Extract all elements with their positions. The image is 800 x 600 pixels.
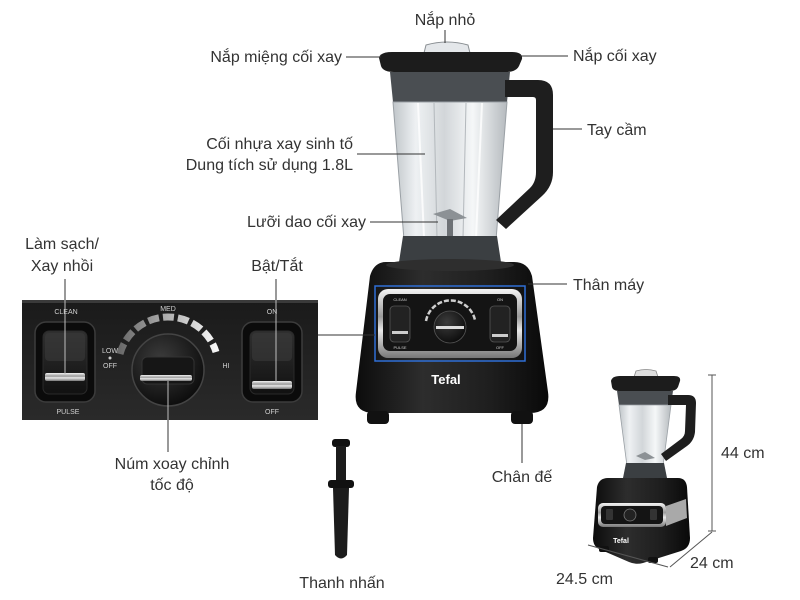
depth-dimension-line: [669, 531, 713, 568]
speed-low-label: LOW: [102, 348, 118, 355]
speed-off-dot: [108, 356, 112, 360]
thumb-power-switch: [650, 509, 657, 520]
clean-pulse-label-line1: Làm sạch/: [25, 236, 99, 253]
panel-pulse-label: PULSE: [393, 345, 406, 350]
thumb-speed-knob: [623, 508, 637, 522]
tamper-top-cap: [332, 439, 350, 447]
speed-hi-label: HI: [223, 363, 230, 370]
thumb-foot-right: [648, 557, 658, 563]
small-lid-label: Nắp nhỏ: [415, 10, 476, 29]
panel-clean-switch-strip: [392, 331, 408, 334]
off-label: OFF: [265, 409, 279, 416]
width-dimension-line: [587, 544, 669, 568]
thumb-clean-switch: [606, 509, 613, 520]
depth-dimension-label: 24 cm: [690, 555, 734, 572]
foot-left: [367, 411, 389, 424]
tamper-lower-stem: [333, 488, 349, 559]
thumb-jar-rim: [617, 391, 673, 405]
jar-facet: [462, 102, 467, 239]
panel-speed-arc: [424, 299, 477, 322]
main-blender: CLEAN PULSE ON OFF Tefal: [355, 41, 553, 424]
power-indicator-strip: [252, 381, 292, 389]
thumb-side-chrome: [666, 499, 687, 526]
speed-off-label: OFF: [103, 363, 117, 370]
thumb-blade: [636, 452, 655, 460]
tamper-label: Thanh nhấn: [299, 575, 384, 592]
speed-knob-label-line1: Núm xoay chỉnh: [115, 456, 230, 473]
height-dimension-label: 44 cm: [721, 445, 765, 462]
tamper-upper-stem: [336, 446, 346, 481]
on-label: ON: [267, 309, 278, 316]
feet-label: Chân đế: [492, 469, 553, 486]
panel-off-label: OFF: [496, 345, 505, 350]
thumb-small-cap: [633, 369, 659, 378]
tamper: [328, 439, 354, 559]
callouts: Nắp nhỏ Nắp miệng cối xay Nắp cối xay Ta…: [25, 10, 657, 592]
body-top-plate: [386, 259, 514, 271]
panel-power-switch-strip: [492, 334, 508, 337]
thumb-handle: [661, 395, 696, 461]
thumb-brand-logo: Tefal: [613, 538, 629, 545]
clean-label: CLEAN: [54, 309, 77, 316]
tamper-flange: [328, 480, 354, 488]
speed-knob-label-line2: tốc độ: [150, 477, 194, 494]
mouth-lid-label: Nắp miệng cối xay: [210, 47, 342, 66]
dimension-lines: 44 cm 24 cm 24.5 cm: [556, 374, 765, 588]
panel-clean-switch: [389, 305, 411, 343]
speed-med-label: MED: [160, 306, 176, 313]
blade-shaft: [447, 219, 453, 237]
speed-scale-arc: [116, 313, 220, 355]
power-rocker-upper: [252, 333, 292, 361]
jar-facet: [433, 102, 438, 239]
clean-pulse-label-line2: Xay nhồi: [31, 258, 93, 275]
blender-thumbnail: Tefal: [593, 369, 696, 564]
foot-right: [511, 411, 533, 424]
speed-knob-pointer: [140, 375, 192, 381]
panel-highlight-box: [374, 285, 526, 362]
closeup-top-bevel: [22, 300, 318, 303]
jar-facet: [475, 102, 483, 239]
thumb-jar-collar: [623, 463, 667, 478]
jar-lid: [379, 52, 523, 72]
jar-handle: [496, 80, 553, 229]
jar-facet: [417, 102, 425, 239]
jar-label-line1: Cối nhựa xay sinh tố: [206, 136, 353, 153]
pulse-label: PULSE: [57, 409, 80, 416]
panel-on-label: ON: [497, 297, 503, 302]
small-lid-cap: [423, 41, 471, 54]
jar-collar: [399, 236, 501, 262]
panel-power-switch: [489, 305, 511, 343]
thumb-lid: [611, 376, 681, 391]
jar-lid-label: Nắp cối xay: [573, 46, 657, 65]
width-dimension-label: 24.5 cm: [556, 571, 613, 588]
blade: [433, 209, 467, 221]
brand-logo: Tefal: [431, 372, 460, 387]
jar-label-line2: Dung tích sử dụng 1.8L: [186, 157, 353, 174]
control-panel-closeup: CLEAN PULSE MED LOW OFF HI ON OFF: [22, 300, 318, 420]
panel-speed-knob-pointer: [436, 326, 464, 329]
handle-label: Tay cầm: [587, 122, 647, 139]
clean-pulse-indicator-strip: [45, 373, 85, 381]
body-label: Thân máy: [573, 277, 644, 294]
blade-label: Lưỡi dao cối xay: [247, 214, 366, 231]
panel-clean-label: CLEAN: [393, 297, 406, 302]
jar-rim: [390, 72, 510, 102]
power-label: Bật/Tắt: [251, 256, 303, 275]
